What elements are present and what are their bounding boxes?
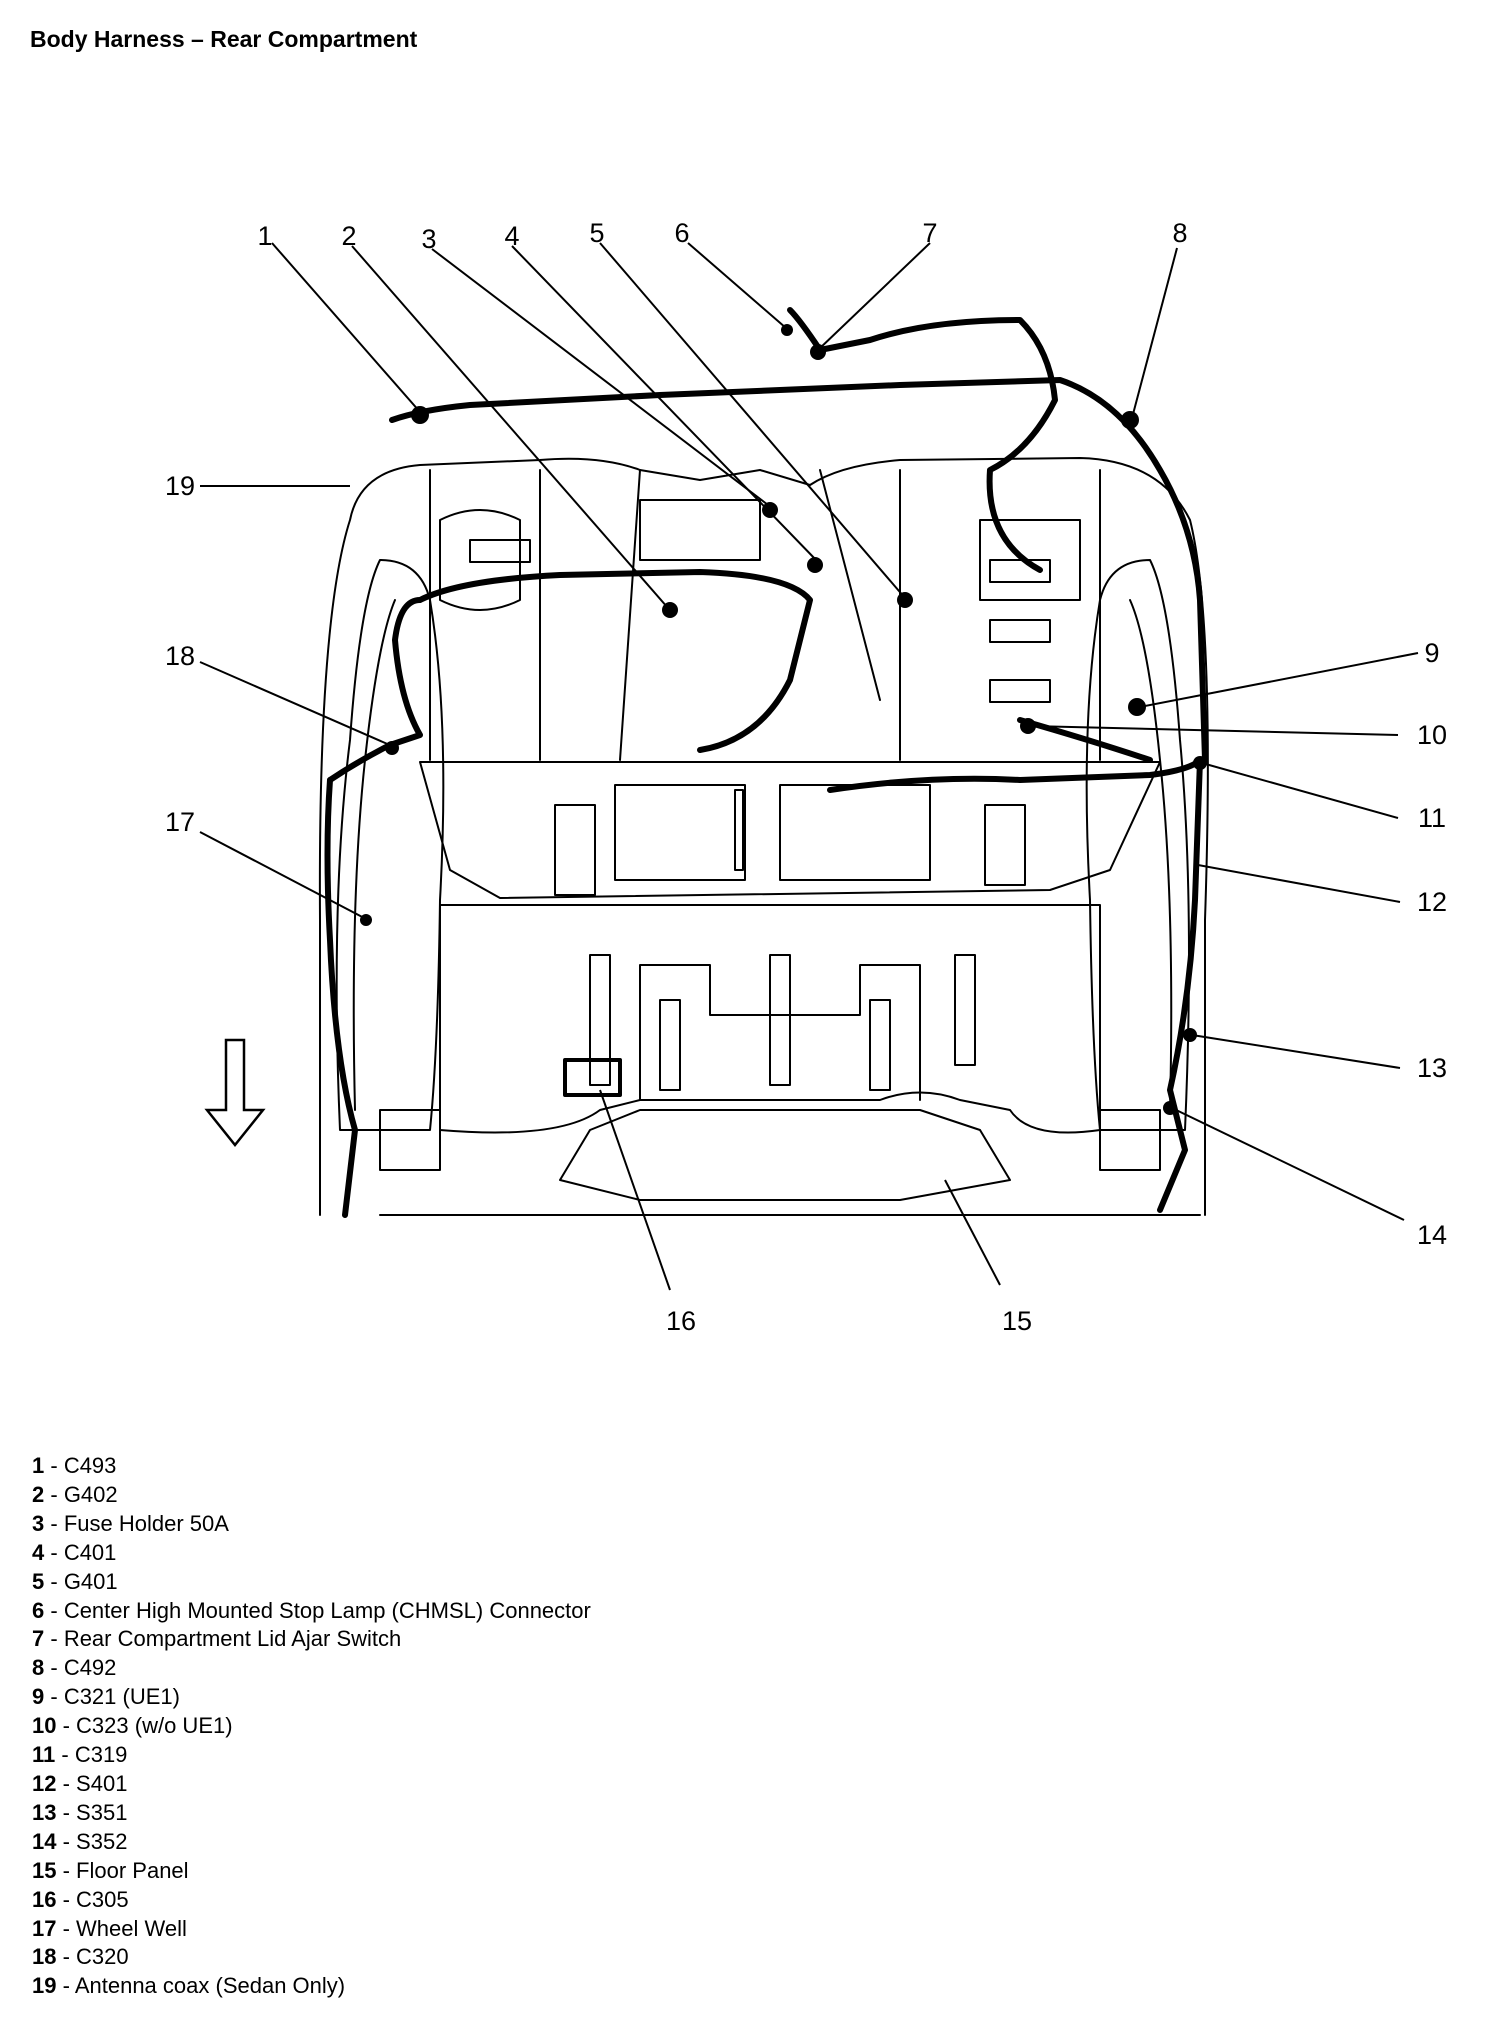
legend: 1 - C493 2 - G402 3 - Fuse Holder 50A 4 … (32, 1452, 591, 2001)
legend-label: Rear Compartment Lid Ajar Switch (63, 1626, 402, 1652)
legend-label: S352 (76, 1828, 128, 1854)
page-title: Body Harness – Rear Compartment (30, 26, 418, 52)
legend-item: 11 - C319 (32, 1742, 128, 1768)
cross-member (419, 761, 1161, 899)
legend-item: 12 - S401 (32, 1770, 128, 1796)
harness-diagram: 1 2 3 4 5 6 7 8 9 10 11 12 13 14 15 16 1… (165, 218, 1447, 1336)
legend-item: 9 - C321 (UE1) (32, 1684, 180, 1710)
legend-label: Center High Mounted Stop Lamp (CHMSL) Co… (63, 1597, 591, 1623)
legend-number: 12 (32, 1770, 57, 1796)
callout-number: 1 (257, 221, 272, 251)
legend-item: 16 - C305 (32, 1886, 129, 1912)
callout-number: 12 (1417, 887, 1447, 917)
callout-number: 14 (1417, 1220, 1447, 1250)
callout-number: 11 (1418, 803, 1446, 833)
legend-number: 16 (32, 1886, 57, 1912)
callout-number: 10 (1417, 720, 1447, 750)
legend-number: 18 (32, 1944, 57, 1970)
legend-item: 18 - C320 (32, 1944, 129, 1970)
wire-harness-lower (324, 777, 358, 1218)
legend-item: 4 - C401 (32, 1539, 117, 1565)
callout-number: 4 (504, 221, 519, 251)
callout-number: 15 (1002, 1306, 1032, 1336)
legend-label: S401 (76, 1770, 128, 1796)
legend-item: 13 - S351 (32, 1799, 128, 1825)
legend-label: C492 (63, 1655, 117, 1681)
legend-number: 17 (32, 1915, 57, 1941)
legend-number: 8 (32, 1655, 45, 1681)
callout-number: 3 (421, 224, 436, 254)
callout-number: 19 (165, 471, 195, 501)
legend-number: 6 (32, 1597, 45, 1623)
legend-number: 11 (32, 1742, 56, 1768)
legend-label: C319 (74, 1742, 128, 1768)
legend-label: C401 (63, 1539, 117, 1565)
legend-label: C305 (76, 1886, 129, 1912)
legend-item: 3 - Fuse Holder 50A (32, 1510, 229, 1536)
legend-label: S351 (76, 1799, 128, 1825)
legend-label: C493 (63, 1453, 117, 1478)
callout-number: 2 (341, 221, 356, 251)
legend-number: 7 (32, 1626, 45, 1652)
legend-number: 10 (32, 1713, 57, 1739)
legend-number: 14 (32, 1828, 57, 1854)
legend-item: 1 - C493 (32, 1453, 117, 1478)
legend-number: 1 (32, 1453, 45, 1478)
legend-label: Fuse Holder 50A (63, 1510, 229, 1536)
legend-item: 6 - Center High Mounted Stop Lamp (CHMSL… (32, 1597, 591, 1623)
legend-label: Floor Panel (76, 1857, 189, 1883)
legend-label: C321 (UE1) (63, 1684, 180, 1710)
legend-item: 8 - C492 (32, 1655, 117, 1681)
legend-number: 15 (32, 1857, 57, 1883)
legend-label: C320 (76, 1944, 129, 1970)
callout-number: 9 (1424, 638, 1439, 668)
legend-label: G401 (63, 1568, 118, 1594)
callout-number: 5 (589, 218, 604, 248)
direction-arrow-icon (204, 1038, 266, 1148)
c305-connector (563, 1058, 622, 1097)
legend-item: 19 - Antenna coax (Sedan Only) (32, 1973, 346, 1999)
floor-panel (439, 904, 1101, 1134)
callout-number: 7 (922, 218, 937, 248)
legend-item: 10 - C323 (w/o UE1) (32, 1713, 233, 1739)
legend-number: 4 (32, 1539, 45, 1565)
legend-label: Antenna coax (Sedan Only) (74, 1973, 346, 1999)
legend-number: 2 (32, 1481, 45, 1507)
right-wheel-well (1085, 559, 1190, 1131)
callout-number: 17 (165, 807, 195, 837)
legend-number: 13 (32, 1799, 57, 1825)
left-wheel-well (335, 559, 445, 1131)
legend-number: 5 (32, 1568, 45, 1594)
legend-item: 14 - S352 (32, 1828, 128, 1854)
body-shell (318, 457, 1209, 1216)
callout-number: 8 (1172, 218, 1187, 248)
legend-item: 5 - G401 (32, 1568, 118, 1594)
legend-item: 2 - G402 (32, 1481, 118, 1507)
legend-label: Wheel Well (76, 1915, 187, 1941)
legend-label: G402 (63, 1481, 118, 1507)
callout-number: 13 (1417, 1053, 1447, 1083)
legend-number: 3 (32, 1510, 45, 1536)
legend-number: 19 (32, 1973, 57, 1999)
wire-harness-upper (389, 377, 1208, 763)
callout-number: 18 (165, 641, 195, 671)
legend-number: 9 (32, 1684, 45, 1710)
callout-number: 6 (674, 218, 689, 248)
legend-item: 17 - Wheel Well (32, 1915, 187, 1941)
callout-number: 16 (666, 1306, 696, 1336)
legend-label: C323 (w/o UE1) (76, 1713, 233, 1739)
legend-item: 15 - Floor Panel (32, 1857, 189, 1883)
legend-item: 7 - Rear Compartment Lid Ajar Switch (32, 1626, 402, 1652)
